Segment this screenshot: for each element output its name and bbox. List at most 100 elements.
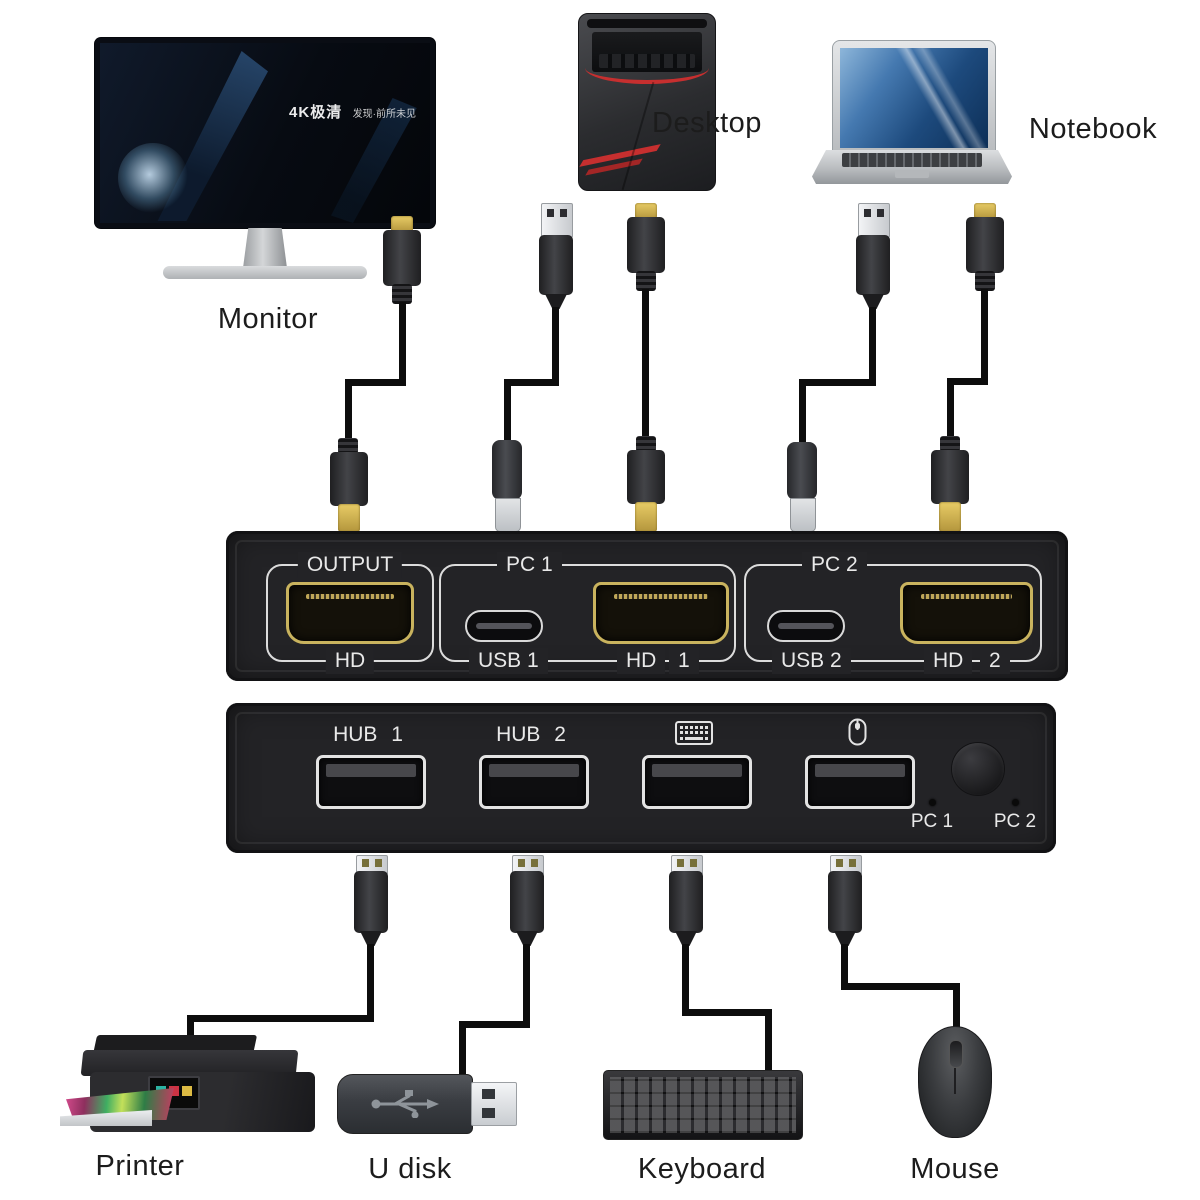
printer-device xyxy=(60,1030,330,1142)
hdmi-pins xyxy=(306,594,394,599)
monitor-screen-text: 4K极清 发现·前所未见 xyxy=(289,101,416,122)
output-group-title: OUTPUT xyxy=(297,552,403,578)
led-pc1-label: PC 1 xyxy=(910,811,954,832)
notebook-device xyxy=(812,40,1012,186)
usbc-tongue xyxy=(777,623,835,629)
hdmi-pins xyxy=(614,594,708,599)
monitor-wallpaper: 4K极清 发现·前所未见 xyxy=(100,43,430,223)
hub2-label: HUB 2 xyxy=(496,723,566,746)
monitor-cable-v1 xyxy=(399,302,406,386)
pc2-hdmi-num: 2 xyxy=(980,648,1010,674)
mouse-cable-h xyxy=(841,983,960,990)
kvm-hub-panel: HUB 1 HUB 2 PC 1 xyxy=(226,703,1056,853)
usb-port-keyboard xyxy=(642,755,752,809)
desktop-body xyxy=(578,13,716,191)
keyboard-cable-v2 xyxy=(765,1009,772,1077)
pc1-group: PC 1 USB 1 HD 1 xyxy=(439,552,736,674)
hdmi-port-pc2 xyxy=(900,582,1033,644)
pc2-usb-label: USB 2 xyxy=(772,648,851,674)
udisk-label: U disk xyxy=(368,1153,452,1185)
notebook-label: Notebook xyxy=(1028,113,1158,145)
usb-port-hub2 xyxy=(479,755,589,809)
mouse-seam xyxy=(954,1068,956,1094)
keyboard-cable-h xyxy=(682,1009,772,1016)
mouse-cable-v2 xyxy=(953,983,960,1033)
mouse-cable-v1 xyxy=(841,944,848,990)
pc1-usb-label: USB 1 xyxy=(469,648,548,674)
usb-port-tongue xyxy=(326,764,416,777)
mouse-wheel xyxy=(949,1040,963,1068)
hdmi-port-pc1 xyxy=(593,582,729,644)
mouse-label: Mouse xyxy=(910,1153,1000,1185)
desktop-hdmi-cable-v xyxy=(642,289,649,438)
usb-port-hub1 xyxy=(316,755,426,809)
udisk-cable-v1 xyxy=(523,944,530,1028)
printer-screen-content xyxy=(182,1086,192,1096)
notebook-usb-cable-v1 xyxy=(869,307,876,386)
output-group: OUTPUT HD xyxy=(266,552,434,674)
usb-trident-icon xyxy=(369,1090,441,1123)
keyboard-icon xyxy=(675,721,713,750)
usbc-port-pc2 xyxy=(767,610,845,642)
udisk-connector-hole xyxy=(482,1089,495,1099)
usbc-port-pc1 xyxy=(465,610,543,642)
monitor-stand-base xyxy=(163,266,367,279)
notebook-touchpad xyxy=(895,170,929,178)
notebook-usb-cable-v2 xyxy=(799,379,806,445)
desktop-usb-cable-v2 xyxy=(504,379,511,443)
notebook-display xyxy=(840,48,988,148)
printer-screen-content xyxy=(169,1086,179,1096)
usb-port-tongue xyxy=(652,764,742,777)
usbc-tongue xyxy=(475,623,533,629)
dandelion-art xyxy=(118,143,188,213)
screen-tagline: 发现·前所未见 xyxy=(352,109,416,120)
printer-cable-h xyxy=(187,1015,374,1022)
pc1-hdmi-label: HD xyxy=(617,648,666,674)
udisk-connector-hole xyxy=(482,1108,495,1118)
monitor-label: Monitor xyxy=(217,303,319,335)
usb-port-mouse xyxy=(805,755,915,809)
kvm-front-panel: OUTPUT HD PC 1 USB 1 HD 1 PC 2 USB 2 HD … xyxy=(226,531,1068,681)
udisk-cable-v2 xyxy=(459,1021,466,1080)
keyboard-device xyxy=(603,1070,803,1140)
usb-port-tongue xyxy=(489,764,579,777)
udisk-connector xyxy=(471,1082,517,1126)
notebook-usb-cable-h xyxy=(799,379,876,386)
desktop-vents xyxy=(599,54,695,68)
switch-button xyxy=(952,743,1004,795)
led-pc2-label: PC 2 xyxy=(993,811,1037,832)
hub1-label: HUB 1 xyxy=(333,723,403,746)
notebook-display-streaks xyxy=(840,48,988,148)
notebook-hdmi-cable-v2 xyxy=(947,378,954,440)
mouse-icon xyxy=(848,718,867,751)
desktop-usb-cable-v1 xyxy=(552,307,559,386)
led-pc2 xyxy=(1012,799,1019,806)
desktop-top-cap xyxy=(587,19,707,28)
keyboard-keys xyxy=(610,1077,796,1133)
monitor-cable-h xyxy=(345,379,406,386)
pc1-hdmi-num: 1 xyxy=(669,648,699,674)
led-pc1 xyxy=(929,799,936,806)
keyboard-label: Keyboard xyxy=(637,1153,767,1185)
printer-cable-v1 xyxy=(367,944,374,1022)
keyboard-cable-v1 xyxy=(682,944,689,1016)
pc1-group-title: PC 1 xyxy=(497,552,562,578)
pc2-group-title: PC 2 xyxy=(802,552,867,578)
notebook-keyboard xyxy=(842,153,982,167)
notebook-base xyxy=(812,150,1012,184)
pc2-group: PC 2 USB 2 HD 2 xyxy=(744,552,1042,674)
notebook-screen xyxy=(832,40,996,154)
usb-port-tongue xyxy=(815,764,905,777)
notebook-hdmi-cable-h xyxy=(947,378,988,385)
hub-panel-frame xyxy=(235,712,1047,844)
notebook-hdmi-cable-v1 xyxy=(981,289,988,385)
hdmi-pins xyxy=(920,594,1013,599)
mouse-device xyxy=(918,1026,992,1138)
monitor-stand-neck xyxy=(243,228,287,268)
desktop-label: Desktop xyxy=(652,107,762,139)
desktop-device xyxy=(578,13,716,191)
pc2-hdmi-label: HD xyxy=(924,648,973,674)
keyboard-body xyxy=(603,1070,803,1140)
monitor-screen: 4K极清 发现·前所未见 xyxy=(95,38,435,228)
